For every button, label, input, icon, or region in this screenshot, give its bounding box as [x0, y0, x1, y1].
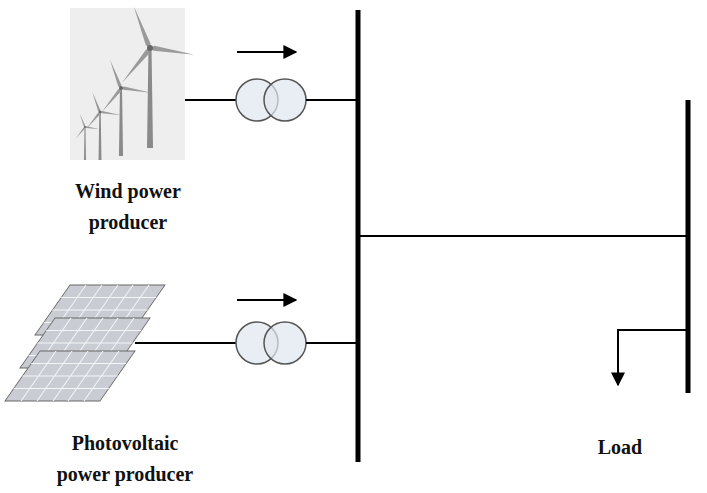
wind-branch [185, 52, 358, 121]
transmission-line [358, 235, 688, 237]
wind-turbine-picture [70, 5, 195, 160]
bus-bar [686, 100, 691, 393]
load-label: Load [585, 432, 655, 463]
pv-branch [135, 300, 358, 364]
load-arrow [618, 330, 688, 385]
producer-label: Wind power producer [58, 176, 198, 238]
producer-label: Photovoltaic power producer [45, 428, 205, 490]
